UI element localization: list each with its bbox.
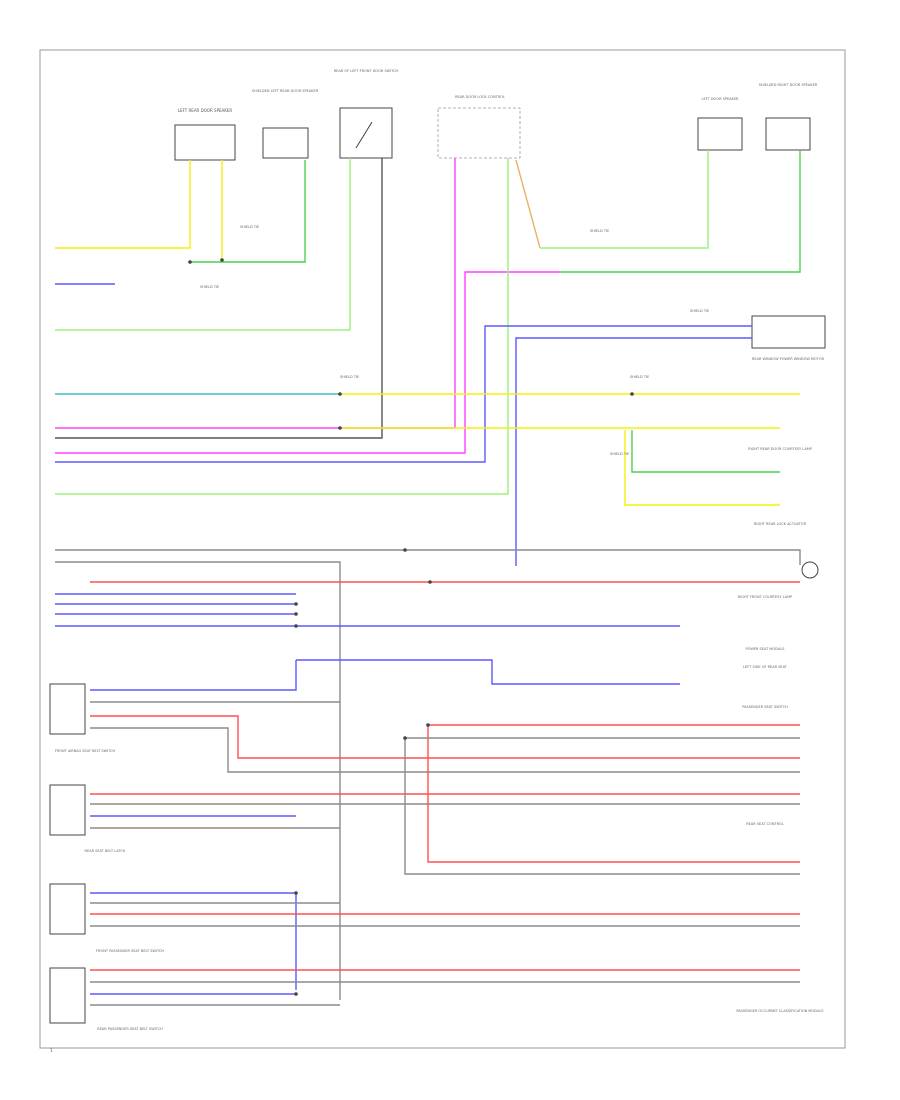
passenger-seat-switch-label: PASSENGER SEAT SWITCH bbox=[742, 705, 788, 709]
left-rear-switch-box bbox=[339, 107, 393, 159]
splice-dot-9 bbox=[338, 426, 342, 430]
splice-dot-0 bbox=[188, 260, 192, 264]
switch-blade bbox=[355, 121, 373, 149]
wire-blue-27 bbox=[296, 659, 680, 685]
wire-green-17 bbox=[631, 430, 780, 473]
wire-gray-20 bbox=[55, 561, 341, 1000]
wire-lightgreen-8 bbox=[55, 158, 509, 495]
wire-blue-10 bbox=[515, 337, 752, 566]
shielded-right-box bbox=[765, 117, 811, 151]
splice-dot-10 bbox=[403, 736, 407, 740]
wire-yellow-18 bbox=[624, 430, 780, 506]
splice-dot-5 bbox=[403, 548, 407, 552]
splice-dot-11 bbox=[426, 723, 430, 727]
front-passenger-belt-label: FRONT PASSENGER SEAT BELT SWITCH bbox=[96, 949, 164, 953]
front-passenger-belt-box bbox=[49, 883, 86, 935]
splice-label-6: SHIELD TIE bbox=[690, 309, 709, 313]
wire-gray-36 bbox=[404, 738, 800, 875]
wire-gray-30 bbox=[90, 727, 800, 773]
splice-dot-12 bbox=[294, 891, 298, 895]
splice-label-2: SHIELD TIE bbox=[340, 375, 359, 379]
wire-lightgreen-12 bbox=[540, 150, 709, 249]
rear-seat-belt-box bbox=[49, 784, 86, 836]
rear-passenger-belt-box bbox=[49, 967, 86, 1024]
rear-passenger-belt-label: REAR PASSENGER SEAT BELT SWITCH bbox=[97, 1027, 163, 1031]
wire-blue-26 bbox=[90, 660, 297, 691]
splice-dot-1 bbox=[220, 258, 224, 262]
left-door-speaker-r-box bbox=[697, 117, 743, 151]
shielded-speaker-box bbox=[262, 127, 309, 159]
rear-seat-control-label: REAR SEAT CONTROL bbox=[746, 822, 784, 826]
left-rear-switch-label: REAR OF LEFT FRONT DOOR SWITCH bbox=[334, 69, 399, 73]
left-side-airbag-label: LEFT SIDE OF REAR SEAT bbox=[743, 665, 788, 669]
rear-window-motor-label: REAR WINDOW POWER WINDOW MOTOR bbox=[752, 357, 825, 361]
shielded-speaker-label: SHIELDED LEFT REAR DOOR SPEAKER bbox=[252, 89, 319, 93]
rear-seat-belt-label: REAR SEAT BELT LATCH bbox=[85, 849, 126, 853]
splice-dot-6 bbox=[428, 580, 432, 584]
front-airbag-seat-label: FRONT AIRBAG SEAT BELT SWITCH bbox=[55, 749, 116, 753]
rear-door-lock-label: REAR DOOR LOCK CONTROL bbox=[455, 95, 505, 99]
power-seat-module-label: POWER SEAT MODULE bbox=[745, 647, 784, 651]
right-rear-lamp-label: RIGHT REAR DOOR COURTESY LAMP bbox=[748, 447, 812, 451]
right-rear-lock-label: RIGHT REAR LOCK ACTUATOR bbox=[754, 522, 807, 526]
shielded-right-label: SHIELDED RIGHT DOOR SPEAKER bbox=[759, 83, 818, 87]
splice-dot-8 bbox=[338, 392, 342, 396]
splice-dot-2 bbox=[294, 602, 298, 606]
splice-label-0: SHIELD TIE bbox=[240, 225, 259, 229]
wire-gray-19 bbox=[55, 549, 801, 565]
wire-lightgreen-4 bbox=[55, 158, 351, 331]
splice-label-4: SHIELD TIE bbox=[610, 452, 629, 456]
right-front-courtesy-label: RIGHT FRONT COURTESY LAMP bbox=[738, 595, 792, 599]
passenger-occupant-label: PASSENGER OCCUPANT CLASSIFICATION MODULE bbox=[736, 1009, 823, 1013]
splice-dot-7 bbox=[630, 392, 634, 396]
splice-group: SHIELD TIE SHIELD TIE SHIELD TIE SHIELD TIE… bbox=[188, 225, 709, 996]
wire-green-13 bbox=[560, 150, 801, 273]
splice-dot-3 bbox=[294, 612, 298, 616]
splice-dot-13 bbox=[294, 992, 298, 996]
rear-door-lock-box bbox=[437, 107, 521, 159]
wire-darkgray-5 bbox=[55, 158, 383, 439]
left-door-speaker-r-label: LEFT DOOR SPEAKER bbox=[702, 97, 740, 101]
page-number: 1 bbox=[50, 1048, 53, 1053]
splice-label-1: SHIELD TIE bbox=[200, 285, 219, 289]
courtesy-lamp-bulb bbox=[801, 561, 819, 579]
rear-window-motor-box bbox=[751, 315, 826, 349]
wire-pink-7 bbox=[55, 271, 560, 454]
wire-group bbox=[55, 150, 801, 1006]
wire-yellow-0 bbox=[55, 160, 191, 249]
splice-label-3: SHIELD TIE bbox=[630, 375, 649, 379]
splice-dot-4 bbox=[294, 624, 298, 628]
wire-red-35 bbox=[427, 725, 800, 863]
wire-orange-11 bbox=[515, 159, 541, 249]
wire-red-29 bbox=[90, 715, 800, 759]
left-rear-speaker-label: LEFT REAR DOOR SPEAKER bbox=[178, 108, 233, 113]
diagram-frame bbox=[39, 49, 846, 1049]
wire-green-1 bbox=[190, 160, 306, 263]
left-rear-speaker-box bbox=[174, 124, 236, 161]
front-airbag-seat-box bbox=[49, 683, 86, 735]
wire-blue-39 bbox=[90, 892, 297, 990]
wire-pink-6 bbox=[55, 158, 456, 429]
splice-label-5: SHIELD TIE bbox=[590, 229, 609, 233]
